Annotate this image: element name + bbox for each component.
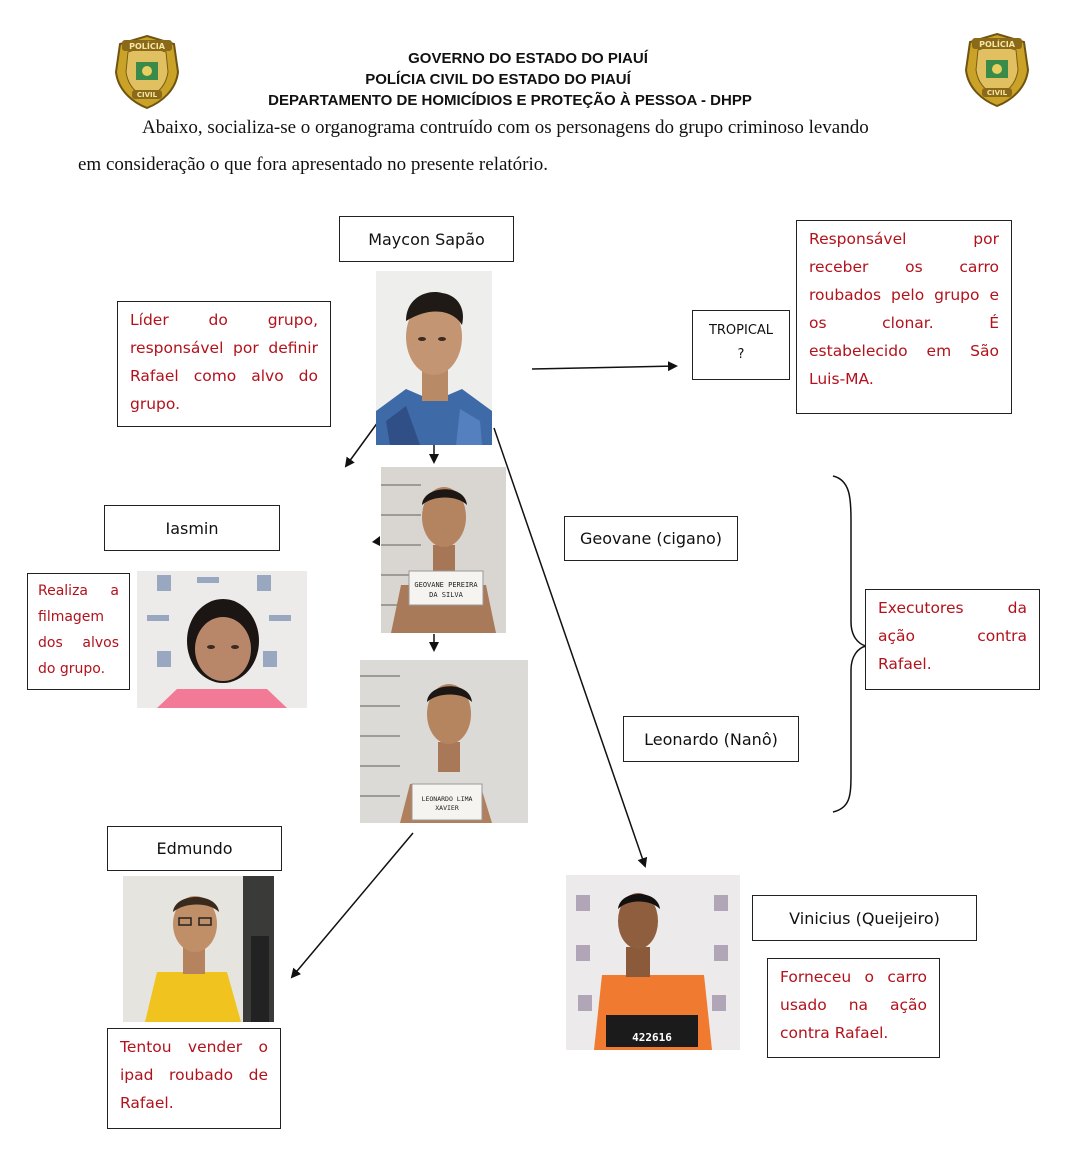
name-box-iasmin: Iasmin — [104, 505, 280, 551]
tropical-unknown: ? — [693, 343, 789, 367]
note-iasmin: Realiza a filmagem dos alvos do grupo. — [27, 573, 130, 690]
arrow-leonardo-to-edmundo — [292, 833, 413, 977]
arrow-stub-iasmin — [372, 536, 380, 546]
name-box-geovane: Geovane (cigano) — [564, 516, 738, 561]
photo-vinicius: 422616 — [566, 875, 740, 1050]
executores-brace — [833, 476, 866, 812]
arrow-maycon-to-iasmin — [346, 422, 378, 466]
svg-text:GEOVANE PEREIRA: GEOVANE PEREIRA — [414, 581, 478, 589]
note-tropical: Responsável por receber os carro roubado… — [796, 220, 1012, 414]
svg-text:XAVIER: XAVIER — [435, 804, 459, 812]
name-box-tropical: TROPICAL ? — [692, 310, 790, 380]
arrow-maycon-to-tropical — [532, 366, 676, 369]
photo-edmundo — [123, 876, 274, 1022]
name-box-leonardo: Leonardo (Nanô) — [623, 716, 799, 762]
name-box-vinicius: Vinicius (Queijeiro) — [752, 895, 977, 941]
note-maycon: Líder do grupo, responsável por definir … — [117, 301, 331, 427]
photo-maycon — [376, 271, 492, 445]
note-edmundo: Tentou vender o ipad roubado de Rafael. — [107, 1028, 281, 1129]
photo-leonardo: LEONARDO LIMA XAVIER — [360, 660, 528, 823]
name-box-maycon: Maycon Sapão — [339, 216, 514, 262]
tropical-name: TROPICAL — [693, 319, 789, 343]
svg-text:LEONARDO LIMA: LEONARDO LIMA — [422, 795, 473, 803]
photo-geovane: GEOVANE PEREIRA DA SILVA — [381, 467, 506, 633]
note-vinicius: Forneceu o carro usado na ação contra Ra… — [767, 958, 940, 1058]
note-executores: Executores da ação contra Rafael. — [865, 589, 1040, 690]
name-box-edmundo: Edmundo — [107, 826, 282, 871]
svg-text:DA SILVA: DA SILVA — [429, 591, 464, 599]
photo-iasmin — [137, 571, 307, 708]
svg-text:422616: 422616 — [632, 1031, 672, 1044]
